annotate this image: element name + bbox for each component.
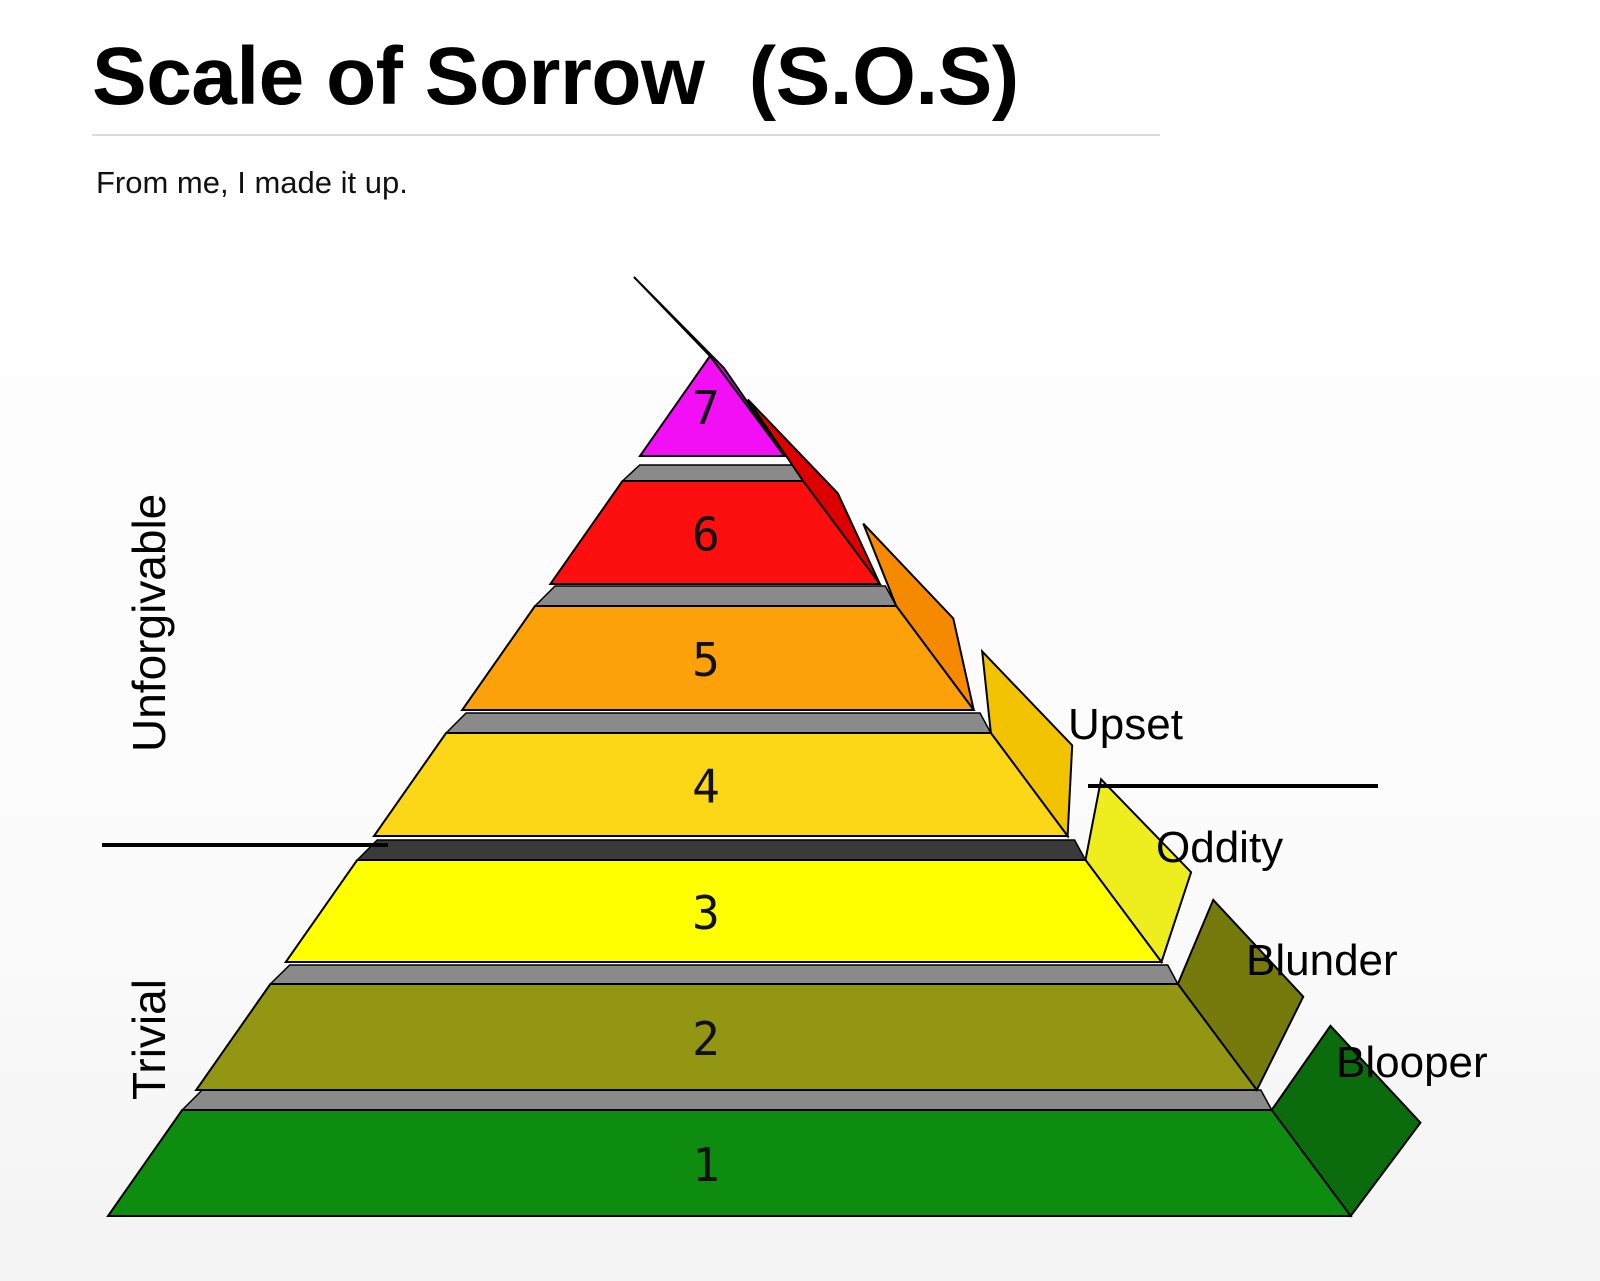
- level-5-face: [460, 605, 976, 711]
- level-2-number: 2: [692, 1012, 720, 1066]
- level-7-number: 7: [692, 381, 720, 435]
- level-1-face: [106, 1109, 1353, 1217]
- level-1-separator: [180, 1089, 1273, 1111]
- level-3-separator: [355, 839, 1087, 861]
- level-3-face: [283, 859, 1164, 963]
- blooper-label: Blooper: [1336, 1038, 1488, 1087]
- level-4-face: [372, 732, 1070, 837]
- level-3-number: 3: [692, 886, 720, 940]
- trivial-label: Trivial: [123, 979, 175, 1100]
- oddity-label: Oddity: [1156, 823, 1284, 872]
- level-5-separator: [533, 585, 898, 607]
- unforgivable-label: Unforgivable: [123, 493, 175, 752]
- upset-label: Upset: [1068, 700, 1183, 749]
- level-4-separator: [444, 712, 993, 734]
- slide-subtitle: From me, I made it up.: [96, 165, 408, 200]
- slide-title: Scale of Sorrow (S.O.S): [92, 31, 1019, 122]
- level-2-face: [194, 983, 1259, 1091]
- level-5-number: 5: [692, 633, 720, 687]
- title-divider: [92, 134, 1160, 136]
- level-1-number: 1: [692, 1138, 720, 1192]
- level-7-face: [638, 354, 787, 457]
- level-6-separator: [620, 464, 805, 482]
- level-4-number: 4: [692, 760, 720, 814]
- level-6-number: 6: [692, 508, 720, 562]
- blunder-label: Blunder: [1246, 936, 1398, 985]
- level-6-face: [548, 480, 882, 585]
- level-2-separator: [268, 964, 1180, 985]
